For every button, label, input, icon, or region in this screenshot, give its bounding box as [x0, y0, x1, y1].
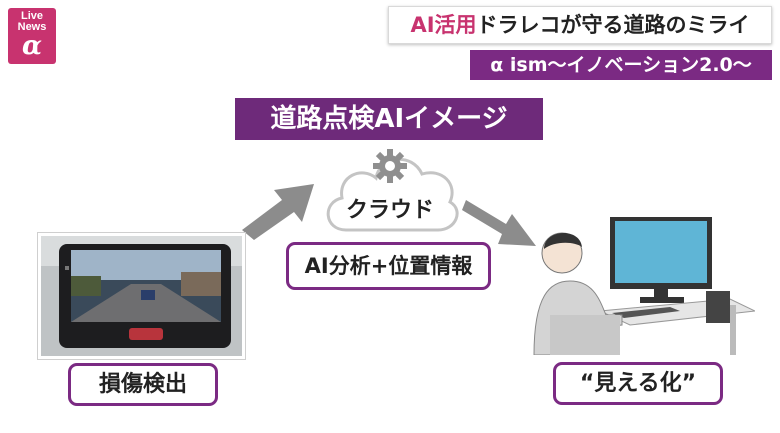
person-at-computer-illustration: [533, 217, 755, 355]
logo-line-2: News: [17, 21, 47, 33]
dashcam-illustration: [41, 236, 242, 356]
gear-icon: [373, 149, 407, 183]
headline-highlight: AI活用: [410, 13, 477, 37]
cloud-label: クラウド: [345, 198, 434, 223]
headline-text: ドラレコが守る道路のミライ: [476, 13, 750, 37]
cloud-node: クラウド: [318, 140, 462, 240]
arrow-down-right-icon: [462, 200, 536, 246]
dashcam-photo: [37, 232, 246, 360]
damage-detection-label: 損傷検出: [68, 363, 218, 406]
arrow-up-right-icon: [242, 184, 314, 240]
logo-alpha-symbol: α: [21, 31, 42, 61]
logo-line-1: Live: [20, 10, 43, 22]
headline-caption: AI活用ドラレコが守る道路のミライ: [388, 6, 772, 44]
subtitle-caption: α ism～イノベーション2.0～: [470, 50, 772, 80]
visualization-label: “見える化”: [553, 362, 723, 405]
diagram-title: 道路点検AIイメージ: [235, 98, 543, 140]
live-news-alpha-logo: Live News α: [8, 8, 56, 64]
ai-analysis-label: AI分析+位置情報: [286, 242, 491, 290]
